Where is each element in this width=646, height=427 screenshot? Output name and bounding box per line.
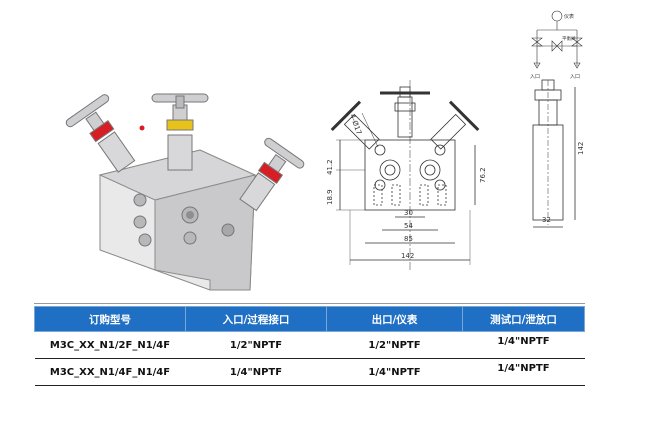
cell-outlet: 1/4"NPTF xyxy=(326,358,463,386)
hole-callout: 4-Ø17 xyxy=(348,113,363,136)
header-inlet: 入口/过程接口 xyxy=(185,306,327,332)
header-test-port: 测试口/泄放口 xyxy=(462,306,585,332)
valve-schematic: 仪表 平衡阀 入口 入口 xyxy=(530,10,583,80)
table-row: M3C_XX_N1/4F_N1/4F 1/4"NPTF 1/4"NPTF 1/4… xyxy=(34,358,585,386)
side-height-dim: 142 xyxy=(577,142,585,155)
table-divider xyxy=(34,303,585,304)
front-view-drawing: 4-Ø17 41.2 18.9 76.2 30 54 85 142 xyxy=(326,80,487,270)
dim-lower-height: 18.9 xyxy=(326,189,334,205)
dim-54: 54 xyxy=(404,222,413,230)
header-outlet: 出口/仪表 xyxy=(326,306,463,332)
cell-model: M3C_XX_N1/2F_N1/4F xyxy=(34,331,186,359)
gauge-label: 仪表 xyxy=(564,13,574,20)
cell-test-port: 1/4"NPTF xyxy=(462,358,585,386)
dim-85: 85 xyxy=(404,235,413,243)
cell-inlet: 1/2"NPTF xyxy=(185,331,327,359)
inlet-right-label: 入口 xyxy=(570,74,580,80)
dim-142: 142 xyxy=(401,252,414,260)
cell-test-port: 1/4"NPTF xyxy=(462,331,585,359)
cell-inlet: 1/4"NPTF xyxy=(185,358,327,386)
table-row: M3C_XX_N1/2F_N1/4F 1/2"NPTF 1/2"NPTF 1/4… xyxy=(34,331,585,359)
side-width-dim: 32 xyxy=(542,216,551,224)
header-model: 订购型号 xyxy=(34,306,186,332)
table-header-row: 订购型号 入口/过程接口 出口/仪表 测试口/泄放口 xyxy=(34,306,585,332)
manifold-3d-render xyxy=(65,93,305,291)
inlet-left-label: 入口 xyxy=(530,74,540,80)
spec-table: 订购型号 入口/过程接口 出口/仪表 测试口/泄放口 M3C_XX_N1/2F_… xyxy=(34,306,585,386)
dim-upper-height: 41.2 xyxy=(326,159,334,175)
cell-model: M3C_XX_N1/4F_N1/4F xyxy=(34,358,186,386)
balance-valve-label: 平衡阀 xyxy=(562,35,576,42)
cell-outlet: 1/2"NPTF xyxy=(326,331,463,359)
side-view-drawing: 142 32 xyxy=(532,79,585,228)
dim-right-height: 76.2 xyxy=(479,167,487,183)
dim-30: 30 xyxy=(404,209,413,217)
